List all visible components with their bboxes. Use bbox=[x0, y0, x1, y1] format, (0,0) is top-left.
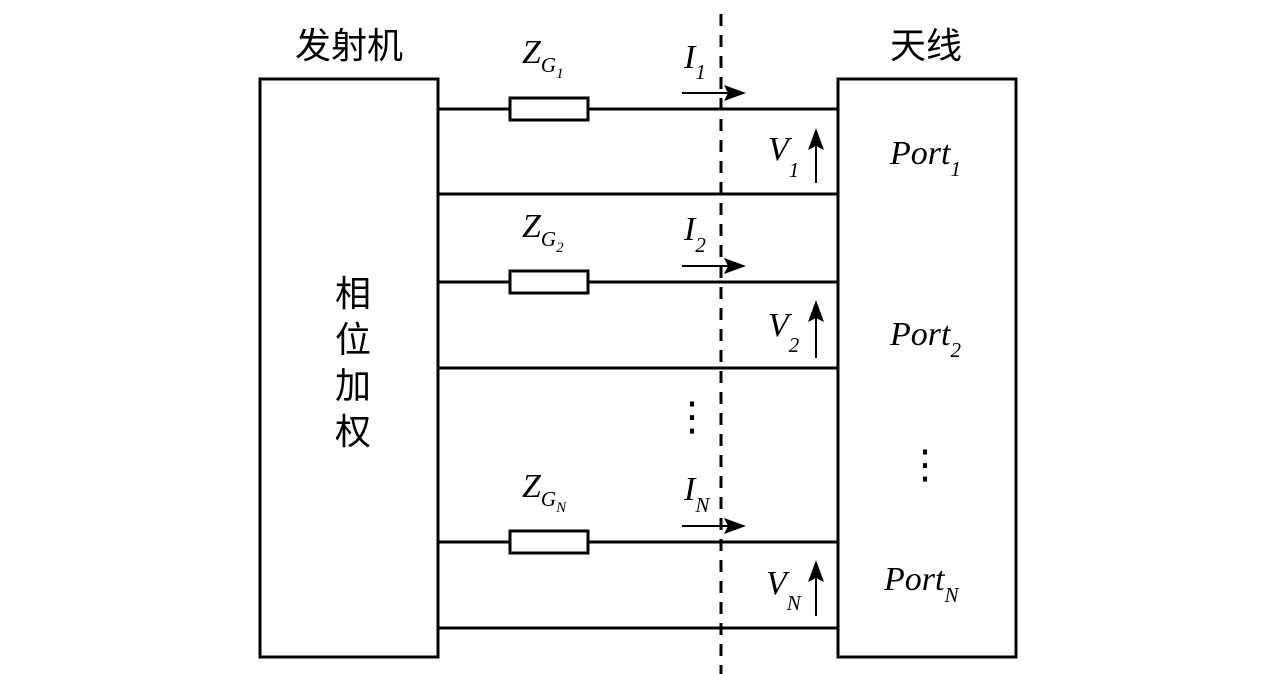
inner-label-char-1: 相 bbox=[335, 274, 371, 315]
channel-1-current-label: I1 bbox=[683, 39, 706, 84]
channel-2-current-arrow bbox=[682, 258, 746, 274]
channel-1-impedance-label: ZG1 bbox=[522, 34, 564, 82]
channel-1: ZG1 I1 V1 Port1 bbox=[438, 34, 961, 196]
antenna-title: 天线 bbox=[890, 26, 962, 67]
channel-n-current-arrow bbox=[682, 518, 746, 534]
channel-n-impedance-resistor bbox=[508, 529, 590, 555]
channel-n-current-label: IN bbox=[683, 471, 710, 517]
channel-2-impedance-resistor bbox=[508, 269, 590, 295]
channel-2-impedance-label: ZG2 bbox=[522, 208, 564, 256]
channel-1-voltage-arrow bbox=[808, 128, 824, 183]
port-ellipsis-vertical: ⋮ bbox=[905, 442, 945, 488]
channel-n-voltage-arrow bbox=[808, 560, 824, 616]
channel-2-port-label: Port2 bbox=[889, 316, 961, 362]
inner-label-char-4: 权 bbox=[335, 412, 371, 453]
channel-1-impedance-resistor bbox=[508, 96, 590, 122]
channel-n-voltage-label: VN bbox=[766, 565, 802, 615]
channel-ellipsis-vertical: ⋮ bbox=[672, 394, 712, 440]
channel-1-current-arrow bbox=[682, 85, 746, 101]
channel-2-voltage-label: V2 bbox=[768, 307, 800, 357]
transmitter-inner-label: 相 位 加 权 bbox=[335, 274, 371, 453]
inner-label-char-3: 加 bbox=[335, 366, 371, 407]
channel-2-current-label: I2 bbox=[683, 211, 706, 257]
channel-n-impedance-label: ZGN bbox=[522, 468, 567, 516]
channel-2-voltage-arrow bbox=[808, 300, 824, 358]
channel-n-port-label: PortN bbox=[883, 561, 959, 607]
channel-2: ZG2 I2 V2 Port2 bbox=[438, 208, 961, 370]
inner-label-char-2: 位 bbox=[335, 320, 371, 361]
channel-1-port-label: Port1 bbox=[889, 135, 961, 181]
transmitter-title: 发射机 bbox=[295, 26, 403, 67]
channel-1-voltage-label: V1 bbox=[768, 131, 799, 182]
channel-n: ZGN IN VN PortN bbox=[438, 468, 959, 630]
